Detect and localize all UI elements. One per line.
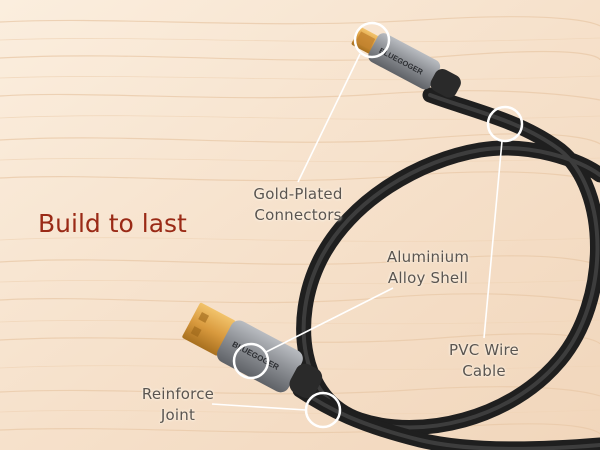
- reinforce-joint-label: Reinforce Joint: [130, 384, 226, 426]
- gold-plated-connectors-label: Gold-Plated Connectors: [236, 184, 360, 226]
- pvc-wire-cable-label: PVC Wire Cable: [436, 340, 532, 382]
- aluminium-line-1: Aluminium: [386, 248, 470, 266]
- reinforce-line-2: Joint: [160, 406, 196, 424]
- reinforce-line-1: Reinforce: [141, 385, 215, 403]
- pvc-line-2: Cable: [462, 362, 506, 380]
- gold-plated-line-1: Gold-Plated: [253, 185, 343, 203]
- callout-leader-lines: [211, 53, 503, 411]
- headline-build-to-last: Build to last: [38, 209, 187, 238]
- pvc-cable-marker: [486, 105, 524, 143]
- aluminium-alloy-shell-label: Aluminium Alloy Shell: [372, 247, 484, 289]
- aluminium-shell-marker: [232, 342, 270, 380]
- aluminium-line-2: Alloy Shell: [387, 269, 469, 287]
- bottom-usb-connector: BLUEGOGER: [182, 302, 323, 399]
- gold-connector-marker: [353, 21, 391, 59]
- gold-plated-line-2: Connectors: [254, 206, 342, 224]
- pvc-line-1: PVC Wire: [449, 341, 519, 359]
- pvc-cable: [292, 87, 600, 450]
